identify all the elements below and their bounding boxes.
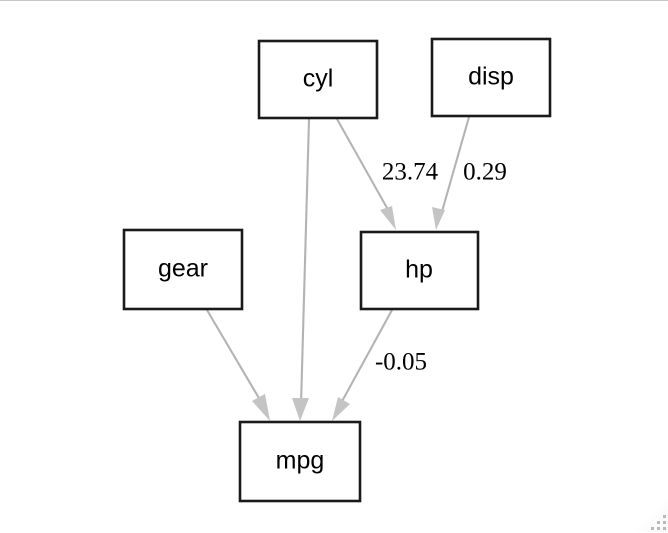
edge-disp-hp[interactable]	[432, 116, 471, 230]
node-gear[interactable]: gear	[122, 228, 244, 311]
edge-cyl-mpg-line	[299, 118, 311, 406]
edge-label-layer: 23.74 0.29 -0.05	[375, 159, 507, 376]
edge-label-hp-mpg: -0.05	[375, 349, 427, 376]
node-hp-label: hp	[405, 256, 433, 284]
node-cyl-label: cyl	[303, 65, 334, 93]
edge-gear-mpg-arrowhead	[252, 394, 270, 421]
node-mpg-box	[238, 420, 362, 503]
edge-cyl-hp-line	[336, 118, 392, 216]
edge-disp-hp-line	[439, 116, 471, 216]
edge-label-cyl-hp: 23.74	[382, 159, 439, 186]
node-cyl[interactable]: cyl	[257, 39, 379, 120]
resize-handle-icon[interactable]	[644, 508, 666, 530]
edge-hp-mpg-arrowhead	[332, 397, 350, 421]
edge-gear-mpg[interactable]	[206, 309, 270, 421]
node-cyl-box	[257, 39, 379, 120]
node-hp[interactable]: hp	[359, 230, 480, 311]
node-layer: cyl disp gear hp mpg	[122, 37, 552, 503]
node-gear-box	[122, 228, 244, 311]
edge-cyl-mpg-arrowhead	[292, 398, 309, 421]
edge-hp-mpg-line	[339, 309, 393, 406]
edge-cyl-mpg[interactable]	[292, 118, 311, 421]
node-hp-box	[359, 230, 480, 311]
node-mpg[interactable]: mpg	[238, 420, 362, 503]
node-disp-label: disp	[468, 63, 514, 91]
node-gear-label: gear	[158, 255, 208, 283]
node-mpg-label: mpg	[276, 447, 325, 475]
edge-gear-mpg-line	[206, 309, 264, 406]
edge-cyl-hp[interactable]	[336, 118, 396, 230]
edge-label-disp-hp: 0.29	[463, 159, 507, 186]
node-disp[interactable]: disp	[430, 37, 552, 118]
edge-layer	[206, 116, 471, 421]
edge-disp-hp-arrowhead	[432, 207, 445, 230]
edge-cyl-hp-arrowhead	[380, 206, 396, 230]
node-disp-box	[430, 37, 552, 118]
edge-hp-mpg[interactable]	[332, 309, 393, 421]
